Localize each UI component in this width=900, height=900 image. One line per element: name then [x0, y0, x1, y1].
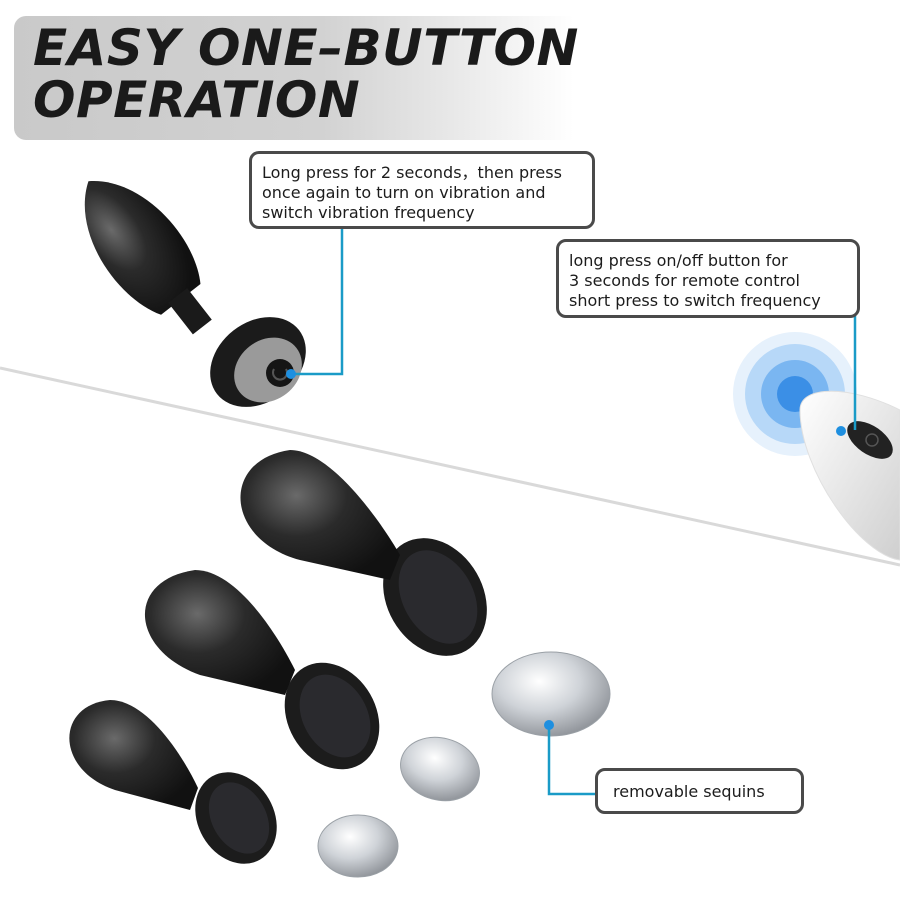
callout-remote-button: long press on/off button for 3 seconds f…	[556, 239, 860, 318]
callout-line: removable sequins	[613, 782, 765, 801]
product-large	[240, 450, 487, 656]
callout-line: once again to turn on vibration and	[262, 183, 546, 202]
connector-remote	[836, 316, 857, 436]
sequin-medium	[400, 736, 480, 802]
connector-sequins	[544, 720, 596, 796]
title-line-2: OPERATION	[33, 71, 361, 129]
floor-line	[0, 366, 900, 567]
callout-line: short press to switch frequency	[569, 291, 821, 310]
title-banner	[14, 16, 574, 140]
sequin-large	[491, 651, 611, 737]
callout-line: Long press for 2 seconds，then press	[262, 163, 562, 182]
callout-line: 3 seconds for remote control	[569, 271, 800, 290]
page-title: EASY ONE–BUTTON OPERATION	[33, 22, 579, 126]
remote-control	[733, 332, 900, 561]
power-button-icon	[266, 359, 294, 387]
callout-line: long press on/off button for	[569, 251, 788, 270]
device-main	[84, 181, 306, 407]
sequin-small	[317, 814, 399, 878]
callout-line: switch vibration frequency	[262, 203, 475, 222]
title-line-1: EASY ONE–BUTTON	[33, 19, 579, 77]
callout-device-button: Long press for 2 seconds，then press once…	[249, 151, 595, 229]
product-medium	[144, 570, 380, 770]
product-small	[69, 700, 277, 864]
connector-device	[286, 228, 344, 379]
callout-sequins: removable sequins	[595, 768, 804, 814]
